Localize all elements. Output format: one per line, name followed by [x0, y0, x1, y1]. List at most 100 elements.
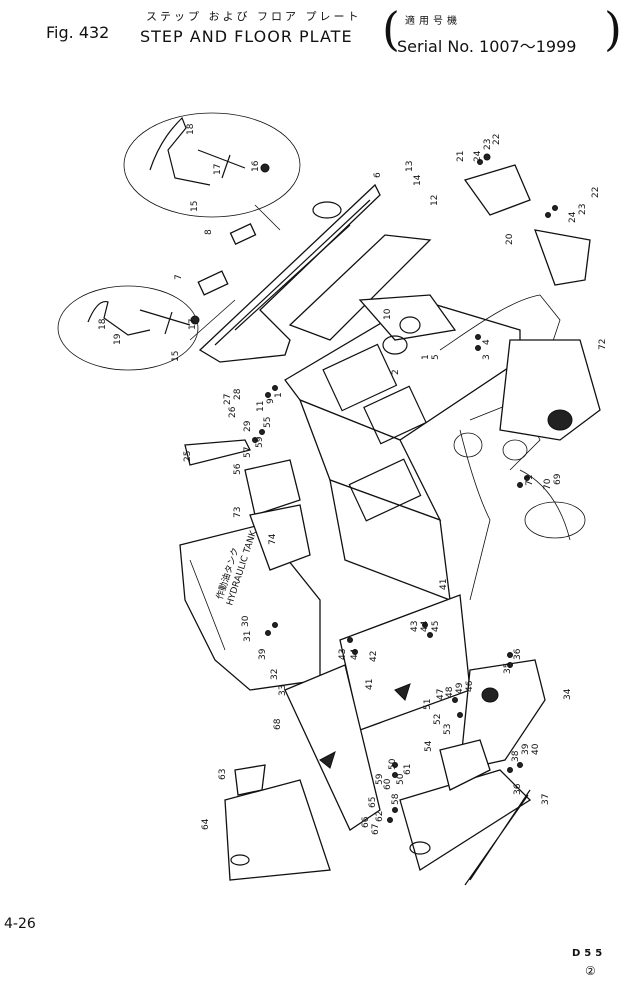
callout-3: 3 [482, 354, 492, 360]
callout-60: 60 [383, 778, 393, 790]
callout-36b: 36 [513, 783, 523, 795]
callout-41: 41 [439, 579, 449, 590]
callout-24: 24 [473, 150, 483, 162]
callout-67: 67 [371, 824, 381, 835]
callout-72: 72 [598, 339, 608, 350]
callout-20: 20 [505, 233, 515, 245]
callout-34: 34 [563, 688, 573, 700]
callout-1: 1 [421, 354, 431, 360]
callout-43: 43 [338, 649, 348, 660]
bracket-54 [439, 739, 491, 791]
callout-42: 42 [369, 651, 379, 662]
detail-lower-parts [87, 300, 200, 336]
callout-65: 65 [368, 797, 378, 808]
callout-52: 52 [433, 714, 443, 725]
bracket-73 [249, 504, 311, 571]
callout-50: 50 [388, 758, 398, 770]
callout-70: 70 [543, 478, 553, 490]
figure-label: Fig. 432 [46, 23, 110, 42]
callout-13: 13 [405, 161, 415, 172]
callout-58: 58 [391, 793, 401, 805]
callout-45: 45 [431, 621, 441, 632]
callout-numbers: 15 15 18 18 19 16 17 17 6 8 7 13 14 12 2… [98, 123, 608, 835]
callout-53: 53 [443, 724, 453, 735]
callout-73: 73 [233, 507, 243, 518]
title-japanese: ステップ および フロア プレート [146, 10, 362, 23]
step-bracket-25 [184, 439, 251, 466]
callout-11: 11 [256, 401, 266, 412]
cab-bracket [499, 339, 601, 441]
callout-6: 6 [373, 172, 383, 178]
callout-8: 8 [204, 229, 214, 235]
callout-14: 14 [413, 174, 423, 186]
callout-71: 71 [525, 475, 535, 486]
bracket-56 [244, 459, 301, 516]
plate-64 [224, 779, 331, 881]
callout-32: 32 [270, 669, 280, 680]
callout-16: 16 [251, 160, 261, 172]
callout-47: 47 [436, 689, 446, 700]
callout-43b: 43 [410, 621, 420, 632]
callout-22: 22 [492, 134, 502, 145]
floor-plate-68 [284, 664, 381, 831]
callout-24b: 24 [568, 211, 578, 223]
callout-50b: 50 [396, 773, 406, 785]
callout-55: 55 [263, 417, 273, 428]
callout-44: 44 [350, 648, 360, 660]
callout-4: 4 [482, 339, 492, 345]
floor-plate-upper [288, 234, 432, 341]
floor-plate-41 [339, 594, 471, 731]
callout-40: 40 [531, 743, 541, 755]
detail-upper-parts [149, 116, 270, 186]
label-plate-7 [197, 270, 229, 296]
callout-23b: 23 [578, 204, 588, 215]
callout-31: 31 [243, 631, 253, 642]
callout-59: 59 [255, 436, 265, 448]
callout-44b: 44 [420, 620, 430, 632]
callout-74: 74 [268, 533, 278, 545]
callout-28: 28 [233, 388, 243, 400]
callout-39b: 39 [521, 743, 531, 755]
callout-15: 15 [190, 201, 200, 212]
callout-33: 33 [278, 685, 288, 696]
serial-japanese: 適用号機 [405, 16, 461, 27]
callout-69: 69 [553, 473, 563, 485]
callout-23: 23 [483, 139, 493, 150]
model-code: D55 [572, 948, 607, 959]
callout-26: 26 [228, 406, 238, 418]
callout-17: 17 [213, 164, 223, 175]
callout-25: 25 [183, 451, 193, 462]
callout-18b: 18 [98, 318, 108, 330]
callout-61: 61 [403, 764, 413, 775]
page-number: 4-26 [4, 916, 36, 932]
callout-10: 10 [383, 308, 393, 320]
callout-12: 12 [430, 195, 440, 206]
callout-66: 66 [361, 816, 371, 828]
title-english: STEP AND FLOOR PLATE [140, 27, 353, 46]
step-cover-hole [312, 201, 342, 219]
callout-64: 64 [201, 818, 211, 830]
callout-22b: 22 [591, 187, 601, 198]
callout-30: 30 [241, 615, 251, 627]
callout-63: 63 [218, 769, 228, 780]
callout-1b: 1 [274, 392, 284, 398]
plate-21 [463, 164, 531, 216]
sheet-number: ② [585, 964, 596, 978]
callout-41b: 41 [365, 679, 375, 690]
callout-59b: 59 [375, 773, 385, 785]
callout-39: 39 [258, 648, 268, 660]
bolt-group [252, 153, 558, 823]
callout-27: 27 [223, 394, 233, 405]
callout-19: 19 [113, 333, 123, 345]
serial-range: Serial No. 1007～1999 [397, 37, 577, 56]
plate-20 [534, 229, 591, 286]
detail-circle-upper [123, 112, 301, 218]
callout-51: 51 [423, 699, 433, 710]
callout-57: 57 [243, 447, 253, 458]
callout-5: 5 [431, 354, 441, 360]
detail-circle-lower [57, 285, 199, 371]
callout-62: 62 [375, 811, 385, 822]
callout-18: 18 [186, 123, 196, 135]
callout-37: 37 [541, 794, 551, 805]
